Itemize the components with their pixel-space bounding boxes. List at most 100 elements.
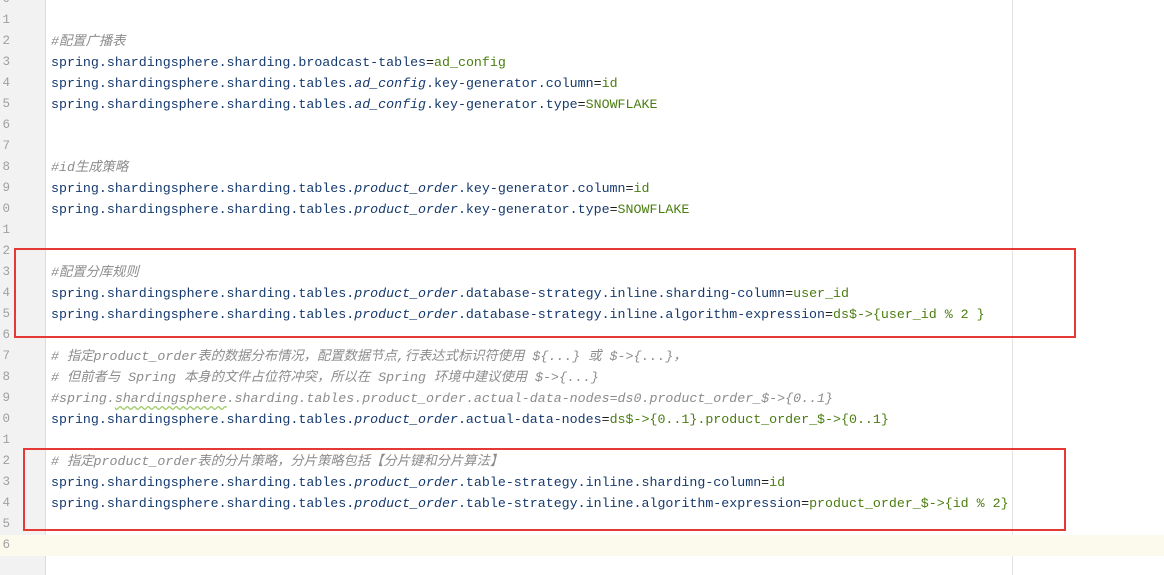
property-value: SNOWFLAKE [617, 202, 690, 217]
punctuation: = [609, 202, 618, 217]
line-number: 5 [2, 517, 10, 531]
code-line[interactable]: 5 spring.shardingsphere.sharding.tables.a… [0, 94, 1164, 115]
code-line[interactable]: 8 # 但前者与 Spring 本身的文件占位符冲突，所以在 Spring 环境中… [0, 367, 1164, 388]
code-line[interactable]: 3#配置分库规则 [0, 262, 1164, 283]
property-value: ds$->{0..1}.product_order_$->{0..1} [609, 412, 889, 427]
code-text: spring.shardingsphere.sharding.broadcast… [51, 52, 506, 73]
line-number: 8 [2, 160, 10, 174]
punctuation: = [785, 286, 794, 301]
property-key-table: ad_config [354, 97, 427, 112]
code-line[interactable]: 0 spring.shardingsphere.sharding.tables.p… [0, 409, 1164, 430]
code-line[interactable]: 1 [0, 430, 1164, 451]
property-value: ds$->{user_id % 2 } [833, 307, 985, 322]
line-number: 6 [2, 328, 10, 342]
code-line[interactable]: 5 spring.shardingsphere.sharding.tables.p… [0, 304, 1164, 325]
property-key: .actual-data-nodes [457, 412, 602, 427]
line-number: 0 [2, 412, 10, 426]
code-text: spring.shardingsphere.sharding.tables.pr… [51, 283, 849, 304]
comment: # 指定product_order表的分片策略，分片策略包括【分片键和分片算法】 [51, 454, 504, 469]
comment: #配置广播表 [51, 34, 126, 49]
line-number: 2 [2, 244, 10, 258]
property-key: .database-strategy.inline.algorithm-expr… [457, 307, 826, 322]
property-key: .table-strategy.inline.sharding-column [457, 475, 762, 490]
code-line[interactable]: 8 #id生成策略 [0, 157, 1164, 178]
property-key-table: product_order [354, 496, 458, 511]
property-value: product_order_$->{id % 2} [809, 496, 1009, 511]
punctuation: = [625, 181, 634, 196]
line-number: 4 [2, 76, 10, 90]
code-line[interactable]: 1 [0, 220, 1164, 241]
property-key: spring.shardingsphere.sharding.tables. [51, 286, 355, 301]
code-text: #配置分库规则 [51, 262, 139, 283]
comment: #id生成策略 [51, 160, 129, 175]
code-text: spring.shardingsphere.sharding.tables.pr… [51, 178, 649, 199]
line-number: 8 [2, 370, 10, 384]
line-number: 6 [2, 538, 10, 552]
line-number: 7 [2, 139, 10, 153]
code-editor[interactable]: 012#配置广播表3spring.shardingsphere.sharding… [0, 0, 1164, 556]
property-key: .table-strategy.inline.algorithm-express… [457, 496, 802, 511]
property-key: .key-generator.column [457, 181, 626, 196]
code-line[interactable]: 9 #spring.shardingsphere.sharding.tables.… [0, 388, 1164, 409]
punctuation: = [825, 307, 833, 322]
comment: #spring. [51, 391, 115, 406]
comment: # 但前者与 Spring 本身的文件占位符冲突，所以在 Spring 环境中建… [51, 370, 599, 385]
code-text: spring.shardingsphere.sharding.tables.pr… [51, 409, 889, 430]
property-key-table: product_order [354, 286, 458, 301]
code-text: #配置广播表 [51, 31, 125, 52]
code-line[interactable]: 6 [0, 535, 1164, 556]
line-number: 3 [2, 55, 10, 69]
property-value: id [769, 475, 786, 490]
code-text: # 指定product_order表的分片策略，分片策略包括【分片键和分片算法】 [51, 451, 503, 472]
punctuation: = [593, 76, 602, 91]
code-line[interactable]: 3 spring.shardingsphere.sharding.broadcas… [0, 52, 1164, 73]
code-line[interactable]: 2# 指定product_order表的分片策略，分片策略包括【分片键和分片算法… [0, 451, 1164, 472]
line-number: 9 [2, 391, 10, 405]
code-line[interactable]: 7 [0, 136, 1164, 157]
property-key: spring.shardingsphere.sharding.tables. [51, 496, 355, 511]
code-line[interactable]: 2 #配置广播表 [0, 31, 1164, 52]
code-text: spring.shardingsphere.sharding.tables.pr… [51, 304, 985, 325]
code-line[interactable]: 0 [0, 0, 1164, 10]
line-number: 2 [2, 34, 10, 48]
code-text: spring.shardingsphere.sharding.tables.ad… [51, 73, 618, 94]
line-number: 6 [2, 118, 10, 132]
line-number: 4 [2, 496, 10, 510]
code-line[interactable]: 4 spring.shardingsphere.sharding.tables.a… [0, 73, 1164, 94]
property-key: .database-strategy.inline.sharding-colum… [457, 286, 786, 301]
punctuation: = [577, 97, 586, 112]
code-text: spring.shardingsphere.sharding.tables.ad… [51, 94, 657, 115]
line-number: 1 [2, 223, 10, 237]
line-number: 5 [2, 97, 10, 111]
property-key-table: product_order [354, 202, 458, 217]
property-key: .key-generator.type [457, 202, 610, 217]
code-line[interactable]: 1 [0, 10, 1164, 31]
property-key: spring.shardingsphere.sharding.tables. [51, 97, 355, 112]
comment: #配置分库规则 [51, 265, 139, 280]
property-key: spring.shardingsphere.sharding.tables. [51, 307, 355, 322]
code-text: spring.shardingsphere.sharding.tables.pr… [51, 199, 689, 220]
punctuation: = [761, 475, 770, 490]
property-key: spring.shardingsphere.sharding.tables. [51, 412, 355, 427]
property-key: .key-generator.type [426, 97, 578, 112]
property-key: spring.shardingsphere.sharding.tables. [51, 475, 355, 490]
property-key: .key-generator.column [426, 76, 594, 91]
code-text: #spring.shardingsphere.sharding.tables.p… [51, 388, 833, 409]
property-key-table: ad_config [354, 76, 427, 91]
punctuation: = [426, 55, 435, 70]
line-number: 5 [2, 307, 10, 321]
code-line[interactable]: 6 [0, 325, 1164, 346]
code-line[interactable]: 5 [0, 514, 1164, 535]
comment-typo: shardingsphere [114, 391, 227, 406]
code-line[interactable]: 7# 指定product_order表的数据分布情况，配置数据节点,行表达式标识… [0, 346, 1164, 367]
line-number: 0 [0, 0, 10, 10]
code-text: #id生成策略 [51, 157, 128, 178]
code-line[interactable]: 2 [0, 241, 1164, 262]
property-key-table: product_order [354, 412, 458, 427]
code-line[interactable]: 6 [0, 115, 1164, 136]
